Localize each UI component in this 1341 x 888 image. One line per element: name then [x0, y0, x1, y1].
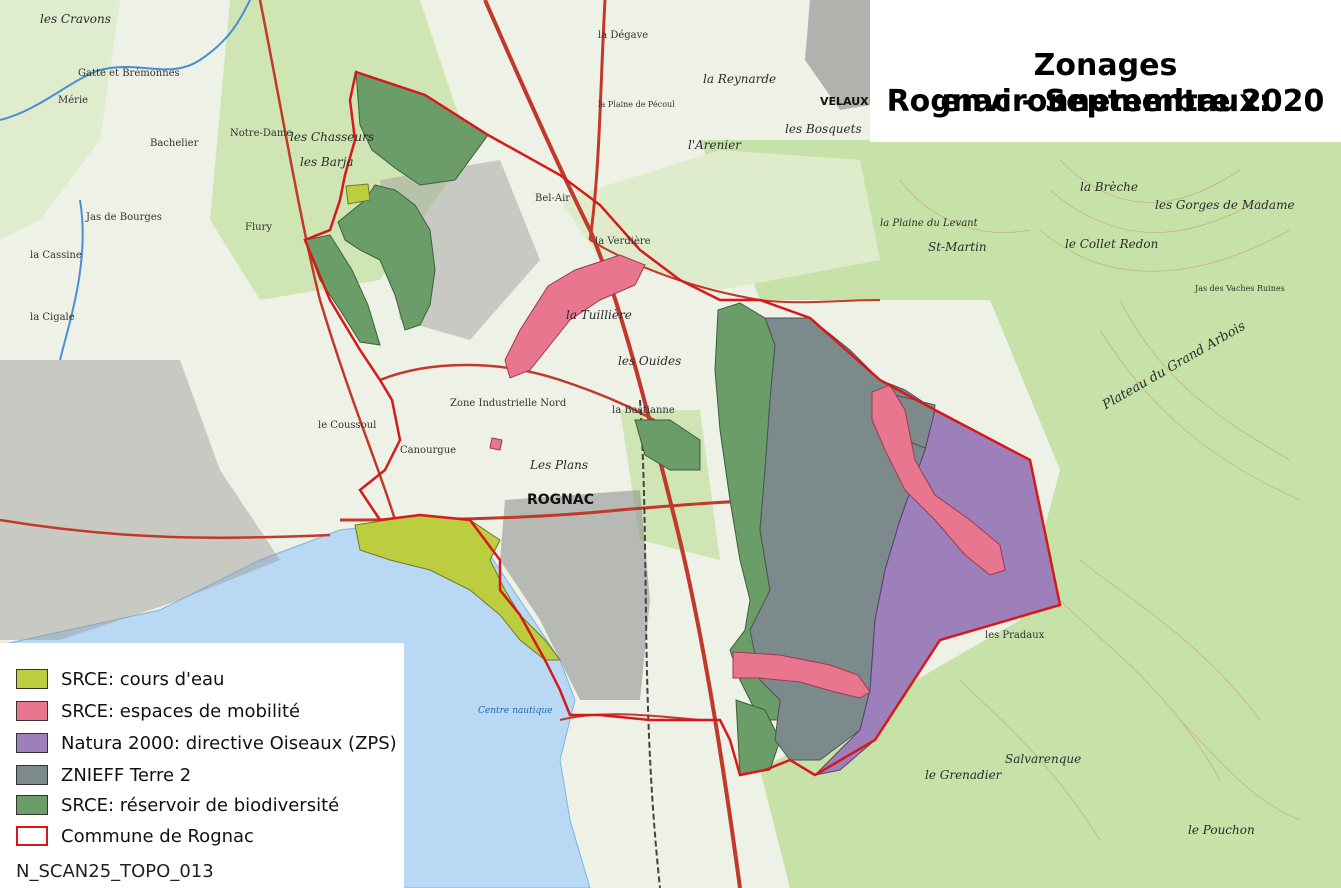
label-saint-martin: St-Martin [928, 240, 987, 254]
fields-north-west [0, 0, 120, 240]
legend-label-mobilite: SRCE: espaces de mobilité [61, 701, 301, 722]
urban-rognac [500, 490, 650, 700]
label-le-coussoul: le Coussoul [318, 420, 377, 431]
label-les-barjaquets: les Barja [300, 155, 354, 169]
legend-swatch-reservoir [16, 795, 48, 815]
map-title-line-1: Zonages environnementaux: [940, 48, 1271, 119]
label-jas-vaches: Jas des Vaches Ruines [1195, 284, 1285, 293]
label-collet-redon: le Collet Redon [1065, 237, 1159, 251]
label-les-bosquets: les Bosquets [785, 122, 862, 136]
label-bel-air: Bel-Air [535, 193, 571, 204]
layer-name: N_SCAN25_TOPO_013 [16, 861, 214, 882]
zone-reservoir-biodiversite [304, 71, 831, 776]
legend: SRCE: cours d'eau SRCE: espaces de mobil… [0, 643, 404, 888]
map-title-line-2: Rognac - Septembre 2020 [886, 84, 1325, 119]
label-la-cigale: la Cigale [30, 312, 75, 323]
zone-cours-eau [345, 183, 561, 661]
legend-label-commune: Commune de Rognac [61, 826, 254, 847]
label-centre-nautique: Centre nautique [478, 706, 553, 716]
legend-swatch-mobilite [16, 701, 48, 721]
rivers [0, 0, 251, 361]
legend-label-reservoir: SRCE: réservoir de biodiversité [61, 795, 340, 816]
label-flury: Flury [245, 222, 273, 233]
label-la-tuilliere: la Tuillière [566, 308, 632, 322]
label-les-plans: Les Plans [530, 458, 588, 472]
label-la-cassine: la Cassine [30, 250, 82, 261]
label-la-degave: la Dégave [598, 30, 649, 41]
label-salvarenque: Salvarenque [1005, 752, 1082, 766]
label-gorges-madame: les Gorges de Madame [1155, 198, 1295, 212]
label-les-ouides: les Ouides [618, 354, 682, 368]
label-merie: Mérie [58, 95, 89, 106]
fields-north [560, 150, 880, 290]
contour-lines [899, 159, 1301, 841]
label-la-reynarde: la Reynarde [703, 72, 777, 86]
label-la-breche: la Brèche [1080, 180, 1139, 194]
legend-swatch-cours-eau [16, 669, 48, 689]
legend-swatch-natura [16, 733, 48, 753]
label-les-pradaux: les Pradaux [985, 630, 1045, 641]
label-les-cravons: les Cravons [40, 12, 111, 26]
legend-swatch-commune [16, 826, 48, 846]
label-le-pouchon: le Pouchon [1188, 823, 1255, 837]
label-les-chasseurs: les Chasseurs [290, 130, 375, 144]
label-rognac: ROGNAC [527, 492, 594, 508]
label-la-plaine-levant: la Plaine du Levant [880, 218, 978, 229]
label-gatte: Gatte et Brémonnes [78, 68, 180, 79]
legend-label-natura: Natura 2000: directive Oiseaux (ZPS) [61, 733, 397, 754]
legend-swatch-znieff [16, 765, 48, 785]
label-zone-industrielle: Zone Industrielle Nord [450, 398, 567, 409]
forest-east [700, 140, 1341, 888]
legend-label-znieff: ZNIEFF Terre 2 [61, 765, 192, 786]
commune-boundary [303, 70, 1062, 777]
label-bachelier: Bachelier [150, 138, 199, 149]
label-canourgue: Canourgue [400, 445, 457, 456]
legend-label-cours-eau: SRCE: cours d'eau [61, 669, 225, 690]
label-la-verdiere: la Verdière [595, 236, 651, 247]
label-velaux: VELAUX [820, 95, 869, 108]
label-le-grenadier: le Grenadier [925, 768, 1002, 782]
label-la-plaine: la Plaine de Pécoul [598, 100, 675, 109]
title-box: Zonages environnementaux: Rognac - Septe… [870, 0, 1341, 142]
zone-espaces-mobilite [489, 254, 1006, 699]
label-la-bastianne: la Bastianne [612, 405, 675, 416]
label-notre-dame: Notre-Dame [230, 128, 293, 139]
label-jas-bourges: Jas de Bourges [86, 212, 162, 223]
label-arenier: l'Arenier [688, 138, 742, 152]
